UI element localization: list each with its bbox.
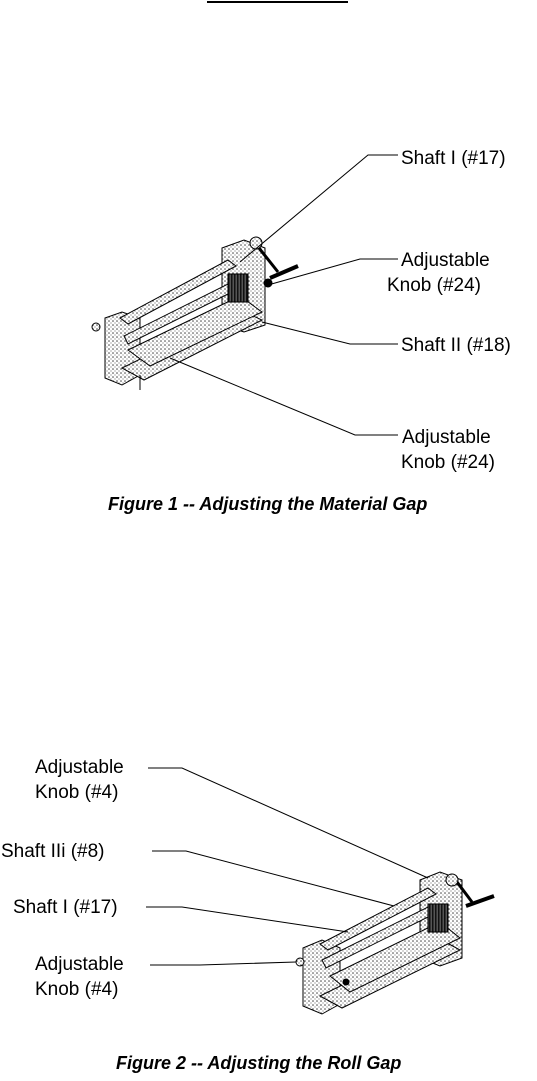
fig1-leader-shaft-ii (262, 322, 398, 344)
fig1-knob-right (264, 279, 272, 287)
fig2-label-shaft-i: Shaft I (#17) (13, 896, 118, 919)
fig2-label-adj-knob-bottom-2: Knob (#4) (35, 978, 118, 1001)
fig2-knob-left (296, 958, 304, 966)
fig2-caption: Figure 2 -- Adjusting the Roll Gap (116, 1053, 401, 1074)
fig1-label-adj-knob-bottom-2: Knob (#24) (401, 451, 495, 474)
fig1-label-adj-knob-top-1: Adjustable (401, 249, 490, 272)
fig1-knob-left (92, 323, 100, 331)
fig1-leader-adj-bottom (170, 358, 398, 435)
fig1-label-shaft-ii: Shaft II (#18) (401, 334, 511, 357)
fig1-label-adj-knob-top-2: Knob (#24) (387, 274, 481, 297)
figure2-machine (296, 872, 494, 1014)
figure1-machine (92, 237, 298, 390)
fig1-gear (250, 237, 262, 249)
fig1-label-adj-knob-bottom-1: Adjustable (402, 426, 491, 449)
fig2-label-adj-knob-top-1: Adjustable (35, 756, 124, 779)
fig1-gearbox (228, 274, 248, 302)
fig2-gearbox (428, 904, 448, 932)
fig2-label-adj-knob-top-2: Knob (#4) (35, 781, 118, 804)
fig2-label-shaft-iii: Shaft IIi (#8) (1, 840, 105, 863)
fig1-caption: Figure 1 -- Adjusting the Material Gap (108, 494, 427, 515)
fig1-leader-shaft-i (240, 155, 398, 262)
fig2-leader-adj-bottom (150, 962, 296, 965)
figure1-leader-lines (170, 155, 398, 435)
fig2-leader-shaft-i (146, 907, 348, 932)
fig2-gear (446, 874, 458, 886)
fig1-label-shaft-i: Shaft I (#17) (401, 147, 506, 170)
fig2-leader-adj-top (148, 768, 428, 878)
fig2-label-adj-knob-bottom-1: Adjustable (35, 953, 124, 976)
fig2-leader-shaft-iii (152, 851, 394, 906)
